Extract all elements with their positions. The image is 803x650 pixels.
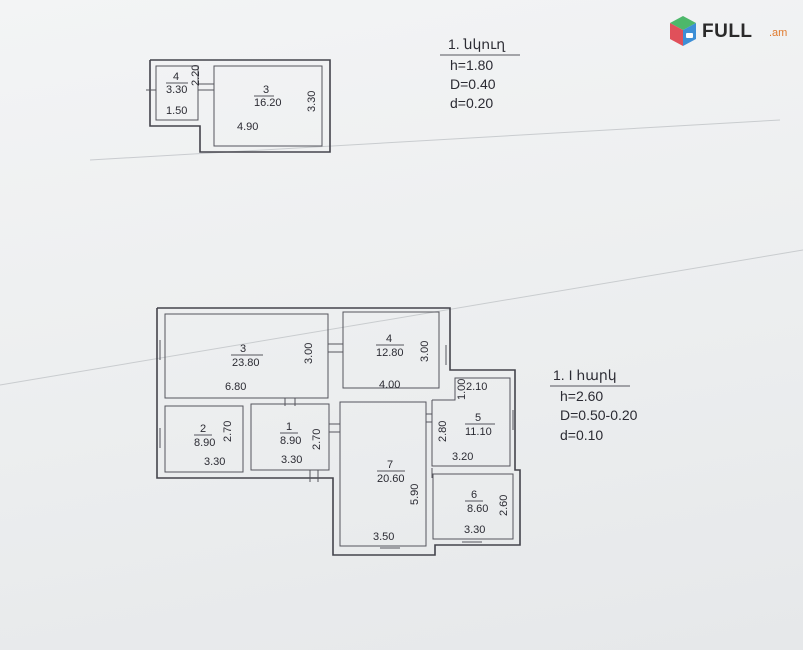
room-7-number: 7 [387,459,393,471]
room-1-area: 8.90 [280,435,301,447]
basement-room-4-height: 2.20 [190,65,202,86]
basement-outer-wall [149,59,331,153]
basement-legend: 1. նկուղ h=1.80 D=0.40 d=0.20 [440,36,520,111]
first-floor-height: h=2.60 [560,388,603,404]
basement-room-4-number: 4 [173,71,179,83]
first-floor-D: D=0.50-0.20 [560,407,638,423]
room-2-height: 2.70 [222,421,234,442]
first-floor-d: d=0.10 [560,427,603,443]
cube-logo-icon [670,16,696,46]
first-floor-plan: 3 23.80 6.80 3.00 4 12.80 4.00 3.00 2 8.… [156,307,521,556]
room-5-area: 11.10 [465,426,492,438]
room-5-side-dimension: 1.00 [456,379,468,400]
room-5-outline [431,377,511,467]
room-3-height: 3.00 [303,343,315,364]
basement-room-3-width: 4.90 [237,121,258,133]
room-4-width: 4.00 [379,379,400,391]
room-6-width: 3.30 [464,524,485,536]
basement-room-4-width: 1.50 [166,105,187,117]
room-6-height: 2.60 [498,495,510,516]
basement-title: 1. նկուղ [448,36,506,52]
basement-room-3-height: 3.30 [306,91,318,112]
room-7-height: 5.90 [409,484,421,505]
basement-room-3-outline [213,65,323,147]
room-3-area: 23.80 [232,357,260,369]
basement-d: d=0.20 [450,95,493,111]
basement-height: h=1.80 [450,57,493,73]
first-floor-title: 1. I հարկ [553,367,617,383]
basement-room-4-area: 3.30 [166,84,187,96]
room-2-number: 2 [200,423,206,435]
paper-fold-line [0,249,803,386]
room-7-outline [339,401,427,547]
room-3-outline [164,313,329,399]
room-4-number: 4 [386,333,392,345]
room-1-width: 3.30 [281,454,302,466]
logo-domain-suffix: .am [769,27,788,39]
room-4-outline [342,311,440,389]
room-2-width: 3.30 [204,456,225,468]
first-floor-legend: 1. I հարկ h=2.60 D=0.50-0.20 d=0.10 [550,367,638,443]
room-6-area: 8.60 [467,503,488,515]
first-floor-outer-wall [156,307,521,556]
basement-plan: 4 3.30 1.50 2.20 3 16.20 4.90 3.30 [146,59,331,153]
room-7-width: 3.50 [373,531,394,543]
room-5-number: 5 [475,412,481,424]
room-5-width: 3.20 [452,451,473,463]
room-2-outline [164,405,244,473]
room-4-area: 12.80 [376,347,404,359]
room-6-number: 6 [471,489,477,501]
full-am-logo[interactable]: FULL .am [668,14,798,48]
room-6-outline [432,473,514,540]
room-3-width: 6.80 [225,381,246,393]
room-5-height: 2.80 [437,421,449,442]
room-1-outline [250,403,330,471]
basement-room-4-outline [155,65,199,121]
basement-room-3-area: 16.20 [254,97,282,109]
room-4-height: 3.00 [419,341,431,362]
room-2-area: 8.90 [194,437,215,449]
room-1-height: 2.70 [311,429,323,450]
room-5-top-dimension: 2.10 [466,381,487,393]
room-3-number: 3 [240,343,246,355]
logo-brand-text: FULL [702,21,753,42]
paper-crease [89,119,781,161]
room-7-area: 20.60 [377,473,405,485]
basement-room-3-number: 3 [263,84,269,96]
room-1-number: 1 [286,421,292,433]
basement-D: D=0.40 [450,76,496,92]
